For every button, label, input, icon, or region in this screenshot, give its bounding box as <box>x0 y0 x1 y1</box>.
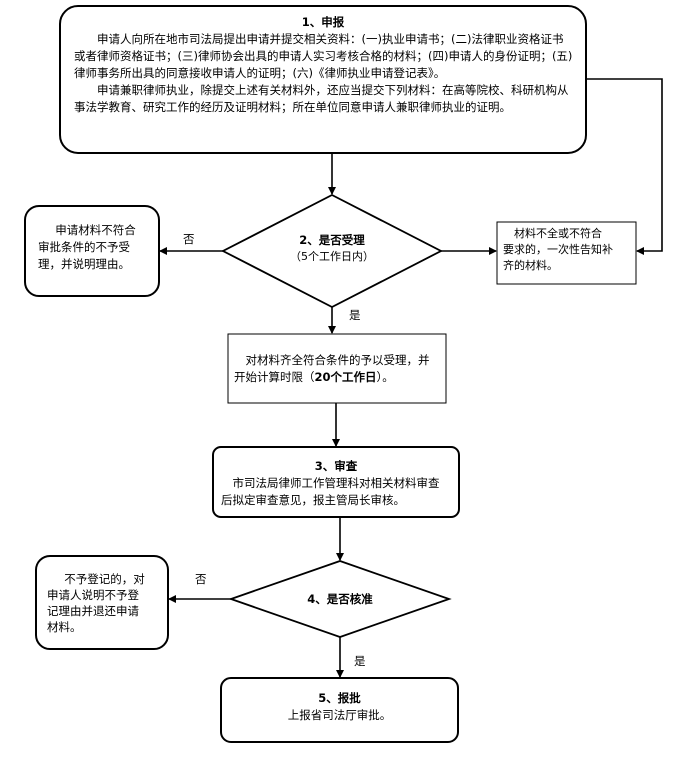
apply-paragraph-1: 申请人向所在地市司法局提出申请并提交相关资料：(一)执业申请书；(二)法律职业资… <box>74 32 573 80</box>
not-register-line-3: 记理由并退还申请 <box>47 604 139 618</box>
not-register-line-4: 材料。 <box>47 620 82 634</box>
accepted-time-limit: 20个工作日 <box>314 370 377 384</box>
accepted-text: 对材料齐全符合条件的予以受理，并 开始计算时限（20个工作日）。 <box>234 352 444 386</box>
accepted-box <box>227 333 447 404</box>
accepted-line-1: 对材料齐全符合条件的予以受理，并 <box>245 353 430 367</box>
reject-line-3: 理，并说明理由。 <box>38 257 130 271</box>
accepted-line-2-prefix: 开始计算时限（ <box>234 370 315 384</box>
report-line-1: 上报省司法厅审批。 <box>287 708 392 722</box>
review-box <box>212 446 460 518</box>
edge-label-yes-1: 是 <box>349 308 361 322</box>
incomplete-text: 材料不全或不符合 要求的，一次性告知补 齐的材料。 <box>503 226 635 274</box>
approve-decision-title: 4、是否核准 <box>307 592 373 606</box>
apply-text: 申请人向所在地市司法局提出申请并提交相关资料：(一)执业申请书；(二)法律职业资… <box>74 31 574 116</box>
accepted-line-2: 开始计算时限（20个工作日）。 <box>234 369 444 386</box>
not-register-text: 不予登记的，对 申请人说明不予登 记理由并退还申请 材料。 <box>47 571 165 635</box>
edge-label-yes-2: 是 <box>354 654 366 668</box>
review-line-2: 后拟定审查意见，报主管局长审核。 <box>221 493 405 507</box>
accept-decision-title: 2、是否受理 <box>299 233 365 247</box>
apply-paragraph-2: 申请兼职律师执业，除提交上述有关材料外，还应当提交下列材料：在高等院校、科研机构… <box>74 83 569 114</box>
not-register-line-1: 不予登记的，对 <box>64 572 145 586</box>
review-line-1: 市司法局律师工作管理科对相关材料审查 <box>232 476 440 490</box>
accept-decision-subtitle: （5个工作日内） <box>290 250 374 263</box>
apply-title: 1、申报 <box>301 15 345 29</box>
incomplete-line-2: 要求的，一次性告知补 <box>503 243 613 256</box>
reject-line-2: 审批条件的不予受 <box>38 240 130 254</box>
incomplete-line-3: 齐的材料。 <box>503 259 558 272</box>
edge-label-no-1: 否 <box>183 232 195 246</box>
review-title: 3、审查 <box>314 459 358 473</box>
edge-label-no-2: 否 <box>195 572 207 586</box>
report-box <box>220 677 459 743</box>
review-text: 市司法局律师工作管理科对相关材料审查 后拟定审查意见，报主管局长审核。 <box>221 475 457 509</box>
accepted-line-2-suffix: ）。 <box>376 370 394 384</box>
not-register-line-2: 申请人说明不予登 <box>47 588 139 602</box>
reject-line-1: 申请材料不符合 <box>55 223 136 237</box>
arrow-apply-to-incomplete <box>586 78 663 255</box>
incomplete-box <box>496 221 637 285</box>
report-title: 5、报批 <box>318 691 361 705</box>
reject-text: 申请材料不符合 审批条件的不予受 理，并说明理由。 <box>38 222 156 273</box>
incomplete-line-1: 材料不全或不符合 <box>514 227 602 240</box>
